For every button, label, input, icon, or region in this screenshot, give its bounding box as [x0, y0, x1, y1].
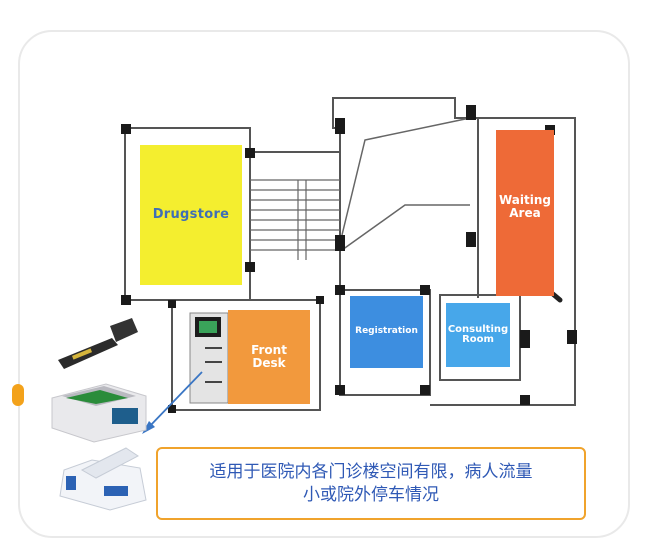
trace-detector-icon [59, 447, 147, 511]
outer-wall-right [250, 97, 576, 406]
drugstore-wall [124, 127, 251, 301]
usage-note: 适用于医院内各门诊楼空间有限，病人流量 小或院外停车情况 [156, 447, 586, 520]
tray-xray-scanner-icon [51, 383, 147, 443]
consulting-room: Consulting Room [446, 303, 510, 367]
security-station [189, 312, 229, 404]
accent-dot [12, 384, 24, 406]
waiting-area: Waiting Area [496, 130, 554, 296]
handheld-metal-detector-icon [58, 318, 138, 369]
registration-room: Registration [350, 296, 423, 368]
front-desk-wall [171, 299, 321, 411]
front-desk-room: Front Desk [228, 310, 310, 404]
drugstore-room: Drugstore [140, 145, 242, 285]
staircase [250, 179, 340, 260]
ramp [341, 117, 471, 251]
consulting-wall [439, 294, 521, 381]
pointer-arrow [142, 371, 203, 434]
